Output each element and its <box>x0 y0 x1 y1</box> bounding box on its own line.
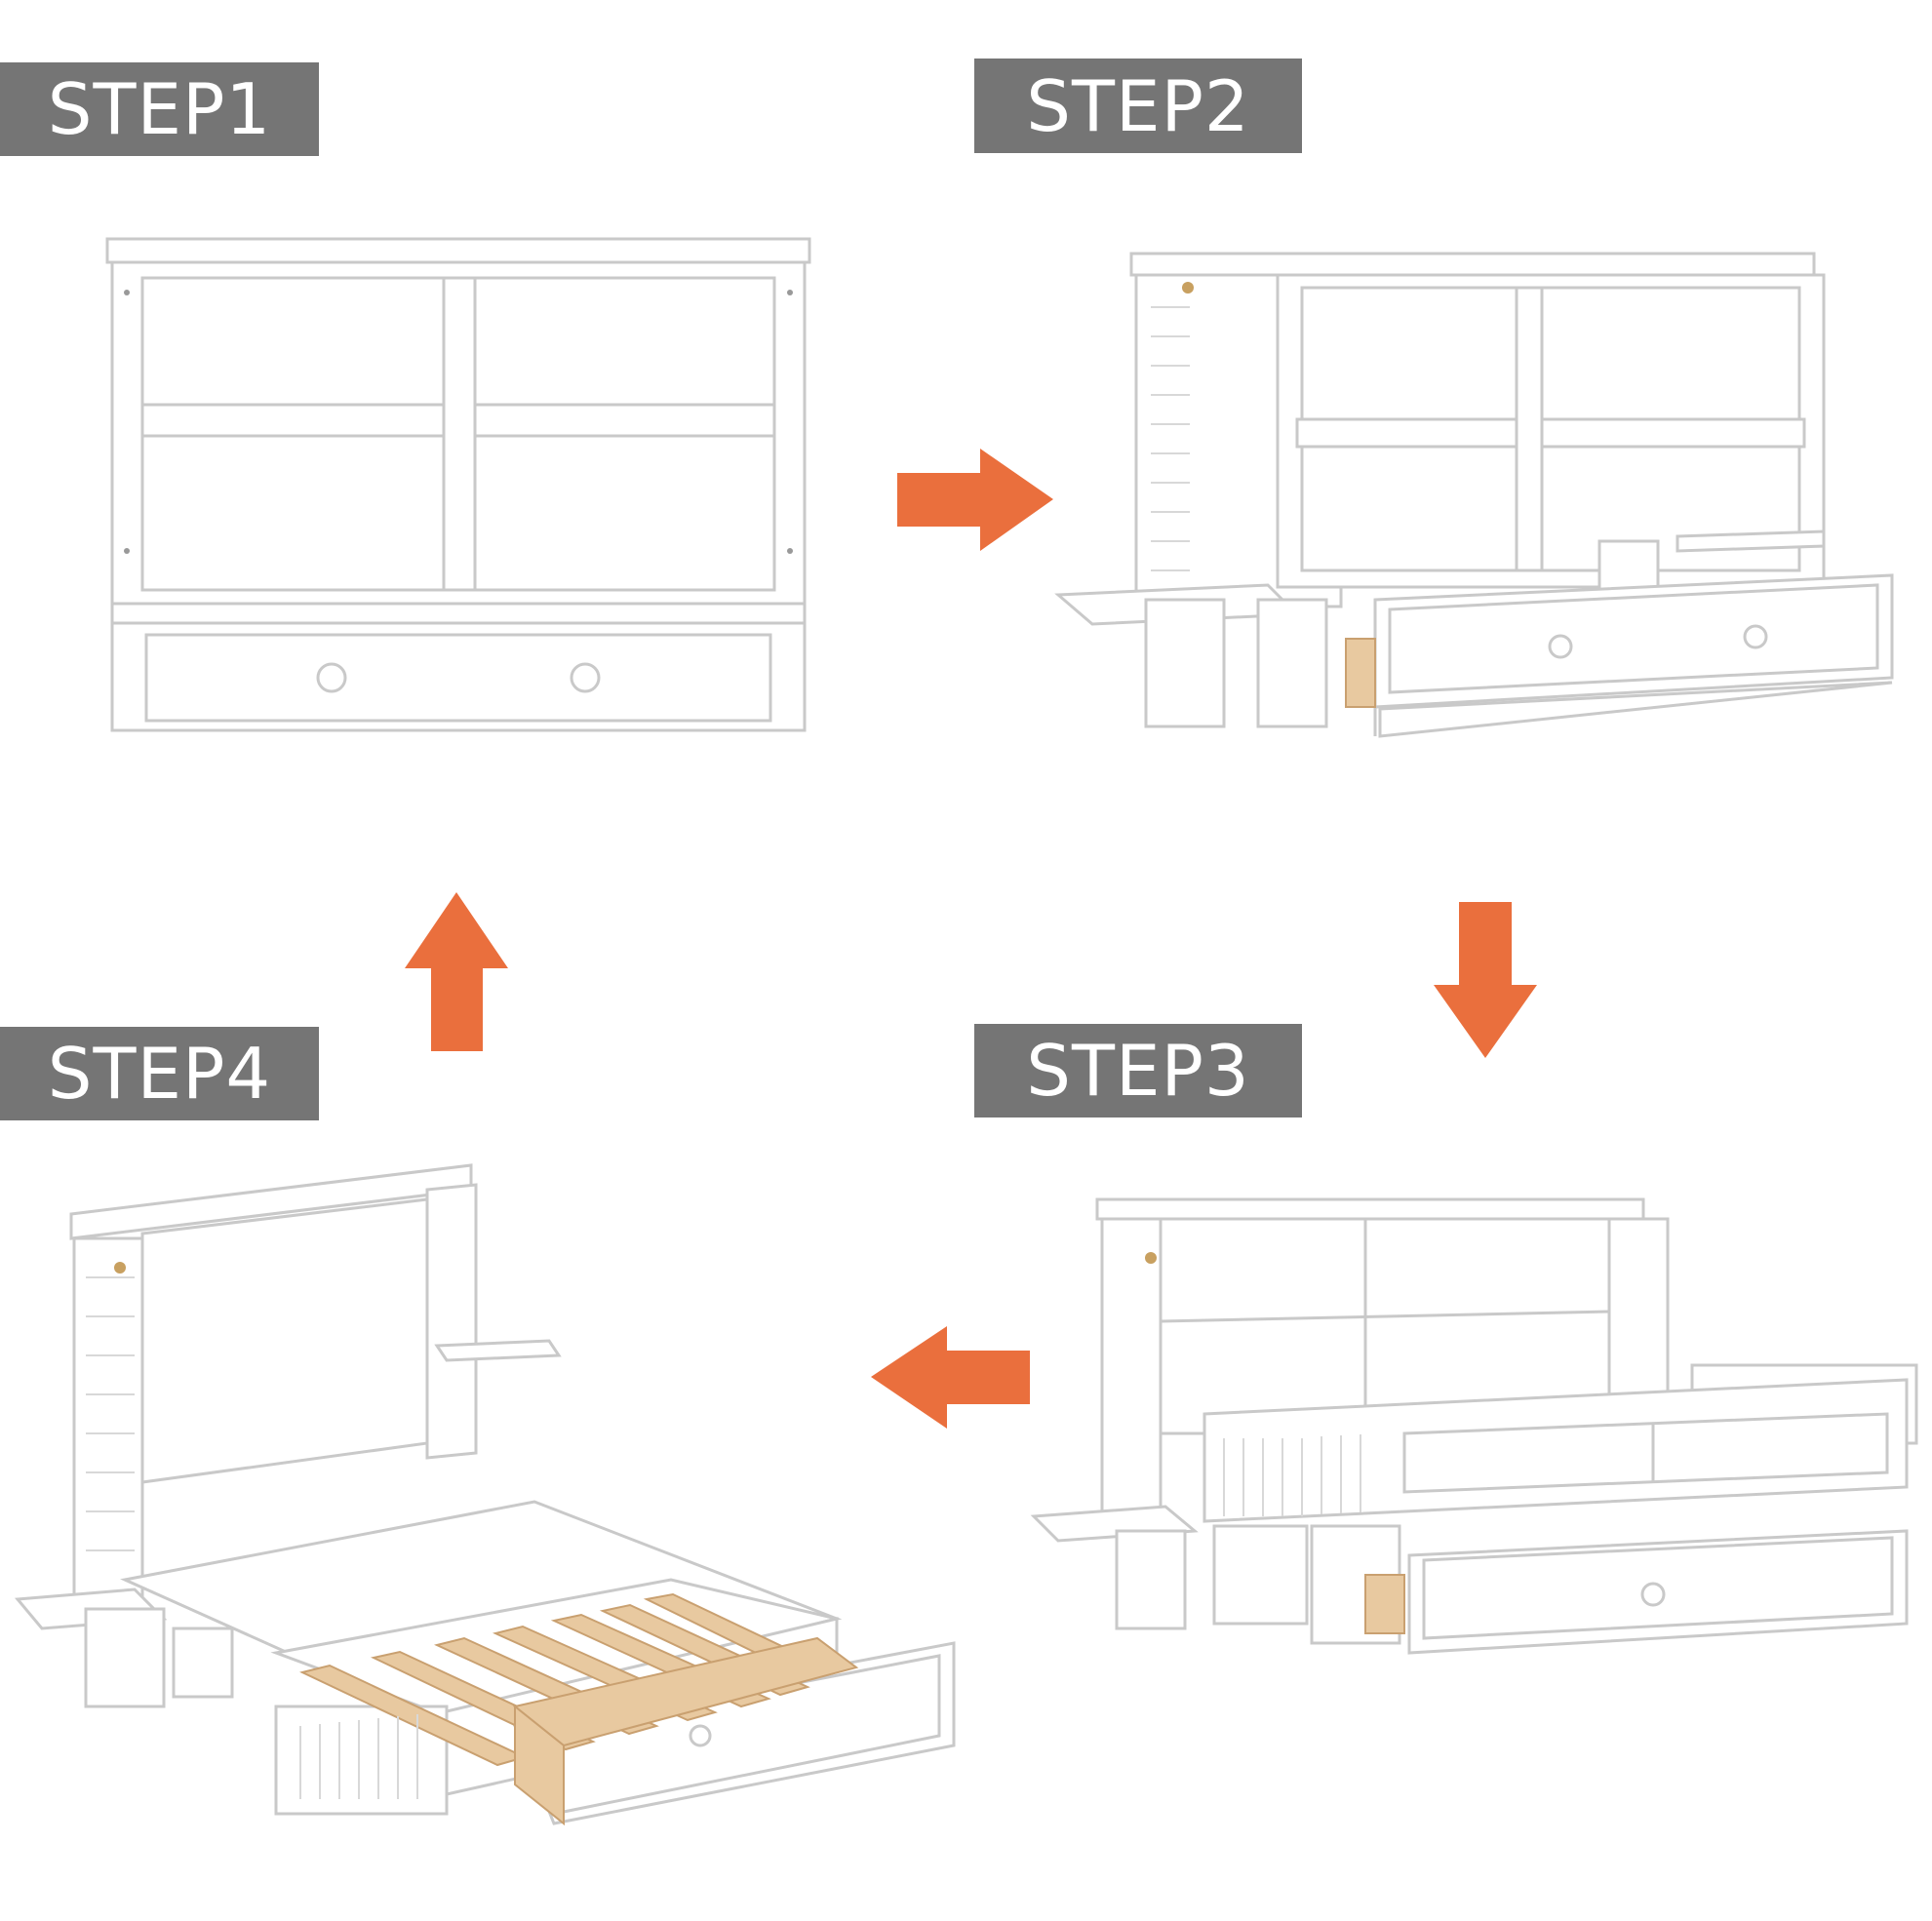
step1-closed-cabinet-illustration <box>105 237 811 732</box>
step2-label: STEP2 <box>974 59 1302 153</box>
arrow-down-icon <box>1434 902 1537 1058</box>
step2-opening-cabinet-illustration <box>1054 252 1894 738</box>
arrow-right-icon <box>897 449 1053 551</box>
step1-label: STEP1 <box>0 62 319 156</box>
step4-label: STEP4 <box>0 1027 319 1120</box>
step4-open-bed-illustration <box>15 1163 956 1826</box>
step3-label: STEP3 <box>974 1024 1302 1117</box>
step3-unfolding-illustration <box>1030 1197 1918 1655</box>
arrow-up-icon <box>405 892 508 1051</box>
arrow-left-icon <box>871 1326 1030 1429</box>
